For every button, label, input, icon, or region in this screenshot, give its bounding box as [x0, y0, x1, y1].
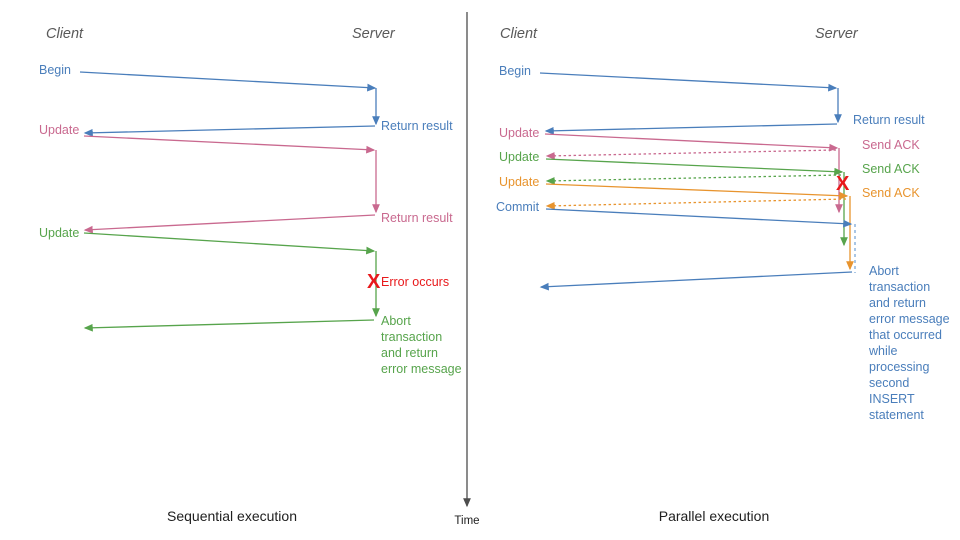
right-arrow-return-1: [544, 123, 838, 135]
right-abort-line-1: transaction: [869, 280, 930, 294]
right-abort-line-2: and return: [869, 296, 926, 310]
left-abort-line-0: Abort: [381, 314, 411, 328]
left-arrow-begin: [79, 71, 377, 92]
right-arrow-update-3: [545, 183, 849, 200]
right-abort-line-6: processing: [869, 360, 929, 374]
left-arrow-update-1: [83, 135, 376, 154]
right-message-update-1-label: Update: [499, 126, 539, 140]
left-arrow-update-2: [83, 232, 376, 255]
right-abort-line-4: that occurred: [869, 328, 942, 342]
time-axis: Time: [454, 12, 480, 527]
left-panel: Client Server Begin Return result Update…: [39, 26, 462, 524]
right-panel: Client Server Begin Return result Update…: [496, 26, 950, 524]
left-arrow-return-2: [83, 214, 376, 234]
left-message-return-2-label: Return result: [381, 211, 453, 225]
left-message-return-1-label: Return result: [381, 119, 453, 133]
left-panel-caption: Sequential execution: [167, 508, 297, 524]
right-arrow-begin: [539, 72, 838, 92]
right-message-ack-1-label: Send ACK: [862, 138, 920, 152]
right-arrow-update-1: [544, 133, 839, 152]
right-arrow-ack-1: [545, 149, 837, 160]
left-abort-text-block: Abort transaction and return error messa…: [381, 314, 462, 376]
left-abort-line-2: and return: [381, 346, 438, 360]
time-axis-label: Time: [454, 515, 479, 527]
right-abort-line-8: INSERT: [869, 392, 915, 406]
right-abort-line-3: error message: [869, 312, 950, 326]
right-error-glyph: X: [836, 173, 850, 195]
right-abort-line-9: statement: [869, 408, 924, 422]
right-arrow-ack-3: [545, 198, 847, 210]
right-abort-line-0: Abort: [869, 264, 899, 278]
right-message-ack-3-label: Send ACK: [862, 186, 920, 200]
right-lane-server-title: Server: [815, 26, 859, 42]
left-error-glyph: X: [367, 271, 381, 293]
right-arrow-ack-2: [545, 174, 842, 185]
left-lane-server-title: Server: [352, 26, 396, 42]
right-message-update-2-label: Update: [499, 150, 539, 164]
right-arrow-commit: [545, 208, 853, 228]
left-abort-line-1: transaction: [381, 330, 442, 344]
right-panel-caption: Parallel execution: [659, 508, 770, 524]
right-abort-text-block: Abort transaction and return error messa…: [868, 264, 950, 422]
right-message-commit-label: Commit: [496, 200, 540, 214]
right-message-return-1-label: Return result: [853, 113, 925, 127]
left-message-update-2-label: Update: [39, 226, 79, 240]
right-lane-client-title: Client: [500, 26, 538, 42]
left-arrow-abort-return: [83, 319, 375, 332]
left-message-error-label: Error occurs: [381, 275, 449, 289]
right-arrow-update-2: [545, 158, 844, 176]
left-lane-client-title: Client: [46, 26, 84, 42]
right-abort-line-7: second: [869, 376, 909, 390]
left-message-update-1-label: Update: [39, 123, 79, 137]
right-arrow-abort-return: [539, 271, 853, 291]
left-message-begin-label: Begin: [39, 63, 71, 77]
right-message-ack-2-label: Send ACK: [862, 162, 920, 176]
right-abort-line-5: while: [868, 344, 898, 358]
right-message-begin-label: Begin: [499, 64, 531, 78]
left-arrow-return-1: [83, 125, 376, 137]
left-abort-line-3: error message: [381, 362, 462, 376]
right-message-update-3-label: Update: [499, 175, 539, 189]
